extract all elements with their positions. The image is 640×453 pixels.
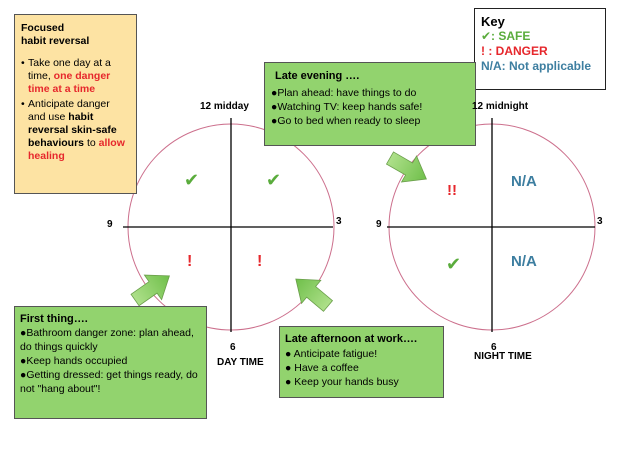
arrow-first-thing bbox=[130, 274, 170, 307]
night-clock-12: 12 midnight bbox=[472, 101, 529, 112]
night-q-bottom-left-mark: ✔ bbox=[446, 254, 462, 274]
evening-line-2: ●Watching TV: keep hands safe! bbox=[271, 101, 423, 113]
day-clock-6: 6 bbox=[230, 342, 236, 353]
evening-box: Late evening …. ●Plan ahead: have things… bbox=[264, 62, 476, 146]
focus-title-2: habit reversal bbox=[21, 35, 90, 47]
afternoon-line-2: ● Have a coffee bbox=[285, 362, 359, 374]
evening-line-3: ●Go to bed when ready to sleep bbox=[271, 115, 421, 127]
night-clock-9: 9 bbox=[376, 219, 382, 230]
night-clock-caption: NIGHT TIME bbox=[474, 351, 532, 362]
afternoon-line-1: ● Anticipate fatigue! bbox=[285, 348, 378, 360]
key-safe: ✔: SAFE bbox=[481, 29, 531, 43]
day-clock-12: 12 midday bbox=[200, 101, 249, 112]
day-q-bottom-right-mark: ! bbox=[257, 253, 263, 270]
evening-line-1: ●Plan ahead: have things to do bbox=[271, 87, 417, 99]
first-thing-box: First thing…. ●Bathroom danger zone: pla… bbox=[14, 306, 207, 419]
night-clock-6: 6 bbox=[491, 342, 497, 353]
night-clock-face bbox=[387, 118, 596, 332]
focus-item-1: • Take one day at a time, one danger tim… bbox=[21, 57, 111, 95]
key-na: N/A: Not applicable bbox=[481, 59, 592, 73]
day-q-top-right-mark: ✔ bbox=[266, 170, 282, 190]
day-q-bottom-left-mark: ! bbox=[187, 253, 193, 270]
key-danger: ! : DANGER bbox=[481, 44, 548, 58]
arrow-evening bbox=[385, 151, 427, 183]
night-q-top-right-mark: N/A bbox=[511, 173, 537, 190]
focus-item-2: • Anticipate danger and use habit revers… bbox=[21, 98, 125, 162]
afternoon-box: Late afternoon at work…. ● Anticipate fa… bbox=[279, 326, 444, 398]
night-q-bottom-right-mark: N/A bbox=[511, 253, 537, 270]
key-title: Key bbox=[481, 14, 505, 29]
day-clock-caption: DAY TIME bbox=[217, 357, 264, 368]
key-box: Key ✔: SAFE ! : DANGER N/A: Not applicab… bbox=[474, 8, 606, 90]
day-clock-face bbox=[123, 118, 335, 332]
evening-title: Late evening …. bbox=[275, 70, 360, 82]
night-q-top-left-mark: !! bbox=[447, 182, 457, 199]
first-thing-title: First thing…. bbox=[20, 313, 88, 325]
day-clock-3: 3 bbox=[336, 216, 342, 227]
night-clock-3: 3 bbox=[597, 216, 603, 227]
first-thing-line-1: ●Bathroom danger zone: plan ahead, do th… bbox=[20, 327, 194, 353]
day-clock-9: 9 bbox=[107, 219, 113, 230]
arrow-afternoon bbox=[295, 278, 334, 312]
afternoon-line-3: ● Keep your hands busy bbox=[285, 376, 399, 388]
focus-title-1: Focused bbox=[21, 22, 65, 34]
afternoon-title: Late afternoon at work…. bbox=[285, 333, 418, 345]
focus-box: Focused habit reversal • Take one day at… bbox=[14, 14, 137, 194]
first-thing-line-3: ●Getting dressed: get things ready, do n… bbox=[20, 369, 198, 395]
first-thing-line-2: ●Keep hands occupied bbox=[20, 355, 128, 367]
day-q-top-left-mark: ✔ bbox=[184, 170, 200, 190]
